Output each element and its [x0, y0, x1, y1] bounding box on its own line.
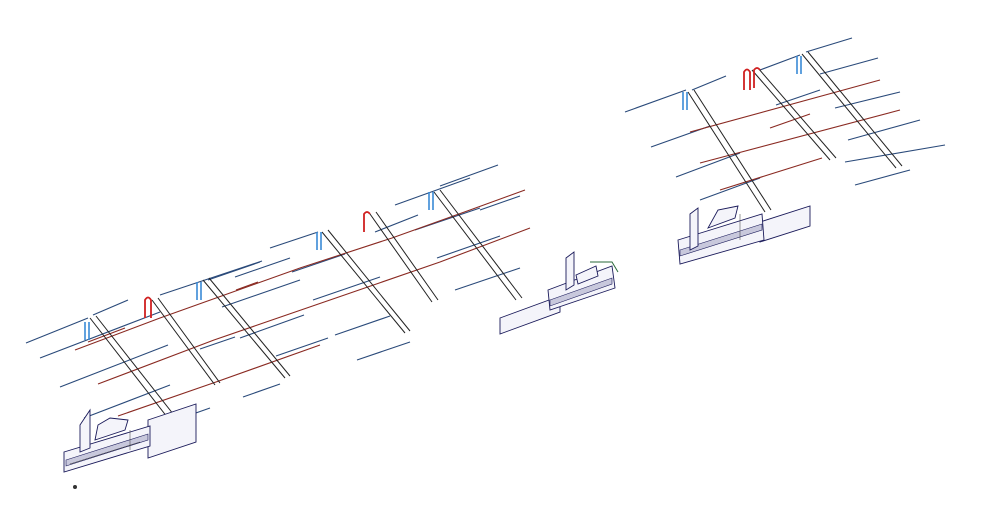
- trunk-ducts-right: [687, 51, 903, 213]
- return-branches-main: [74, 189, 531, 417]
- origin-marker-icon: [73, 485, 77, 489]
- supply-branches-right: [624, 37, 946, 201]
- riser-blue-1: [84, 322, 90, 340]
- return-branches-right: [689, 79, 901, 191]
- riser-blue-3: [316, 232, 322, 250]
- building-middle: [499, 251, 619, 335]
- building-left: [63, 403, 197, 489]
- riser-red-3: [743, 67, 761, 90]
- riser-red-1: [144, 296, 152, 318]
- supply-branches-main: [25, 164, 521, 421]
- trunk-ducts-main: [89, 189, 523, 441]
- risers-main: [84, 192, 434, 340]
- riser-blue-6: [796, 56, 802, 74]
- building-right: [677, 205, 811, 265]
- riser-blue-5: [682, 92, 688, 110]
- riser-blue-4: [428, 192, 434, 210]
- riser-red-2: [363, 211, 371, 232]
- risers-right: [682, 56, 802, 110]
- riser-blue-2: [196, 282, 202, 300]
